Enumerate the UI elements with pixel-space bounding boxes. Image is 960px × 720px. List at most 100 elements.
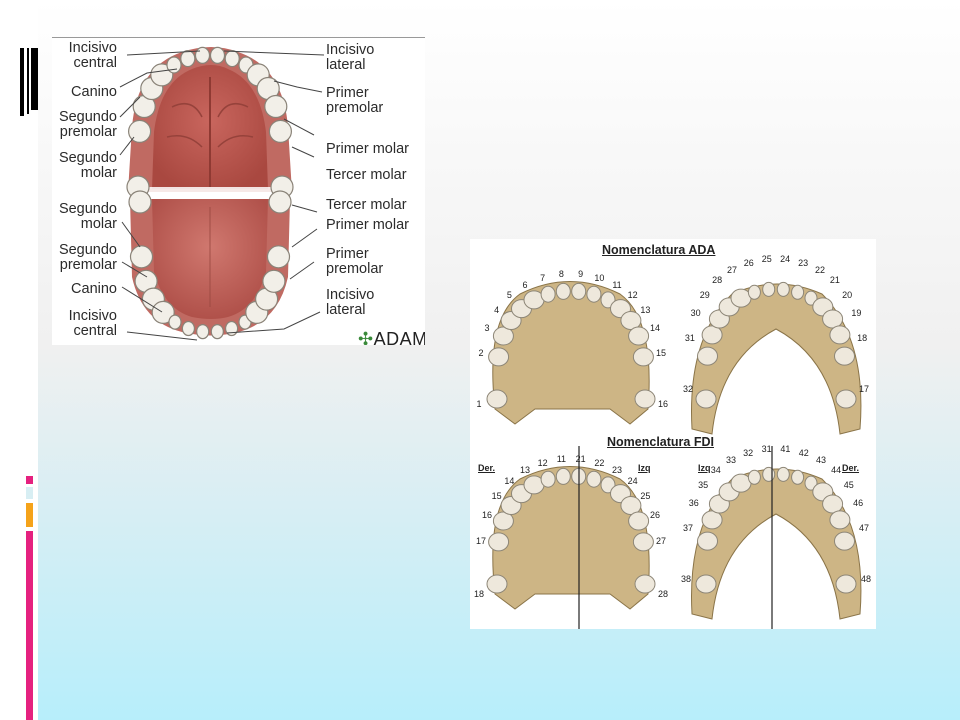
tooth-number: 26 [743, 257, 754, 268]
tooth-number: 18 [473, 589, 485, 599]
lower-tooth [262, 269, 286, 293]
tooth-number: 12 [627, 290, 638, 301]
tooth-number: 47 [858, 523, 870, 534]
upper-tooth [150, 63, 174, 87]
tooth-number: 38 [680, 574, 692, 584]
upper-tooth [224, 50, 240, 68]
tooth-number: 6 [522, 279, 528, 290]
tooth-number: 46 [853, 498, 864, 509]
tooth-number: 7 [540, 272, 546, 283]
mandible-tooth [829, 510, 851, 530]
lower-tooth [128, 190, 152, 214]
tooth-number: 31 [761, 444, 772, 455]
tooth-number: 3 [484, 323, 490, 334]
label-primer-molar-sup: Primer molar [326, 141, 409, 157]
fdi-title: Nomenclatura FDI [607, 435, 714, 449]
tooth-number: 17 [475, 536, 487, 547]
tooth-number: 23 [798, 257, 809, 268]
mandible-tooth [747, 469, 761, 485]
tooth-number: 11 [556, 454, 567, 465]
mandible-tooth [695, 574, 717, 594]
maxilla-tooth [555, 282, 571, 300]
maxilla-tooth [620, 311, 642, 330]
upper-tooth [264, 94, 288, 119]
maxilla-tooth [571, 282, 587, 300]
adam-logo: ✣ADAM [358, 329, 425, 345]
maxilla-tooth [492, 326, 514, 346]
mandible-tooth [695, 389, 717, 409]
tooth-number: 20 [842, 289, 853, 300]
mandible-tooth [762, 466, 776, 482]
mandible-tooth [804, 290, 818, 306]
mandible-tooth [791, 284, 805, 300]
tooth-number: 21 [575, 454, 586, 465]
lower-tooth [266, 245, 291, 269]
tooth-number: 13 [640, 304, 651, 315]
maxilla-tooth [628, 326, 650, 346]
tooth-number: 16 [657, 399, 669, 409]
mandible-tooth [835, 389, 857, 409]
mandible-tooth [791, 469, 805, 485]
tooth-number: 1 [476, 399, 482, 409]
label-canino-inf: Canino [71, 281, 117, 297]
lower-tooth [210, 324, 224, 340]
maxilla-tooth [486, 389, 508, 409]
tooth-number: 25 [761, 254, 772, 265]
tooth-number: 13 [519, 465, 531, 476]
mandible-tooth [804, 475, 818, 491]
label-tercer-molar-inf: Tercer molar [326, 197, 407, 213]
tooth-number: 17 [858, 384, 870, 394]
der-label-upper: Der. [478, 463, 496, 473]
mandible-tooth [697, 346, 718, 366]
maxilla-tooth [632, 347, 654, 367]
tooth-number: 15 [655, 348, 667, 359]
maxilla-tooth [540, 285, 556, 303]
tooth-number: 34 [710, 465, 721, 476]
dental-nomenclature-diagram: Nomenclatura ADA Nomenclatura FDI Der. I… [470, 239, 876, 629]
tooth-number: 25 [640, 490, 651, 501]
maxilla-tooth [634, 574, 656, 594]
mandible-tooth [701, 510, 723, 530]
lower-tooth [129, 245, 154, 269]
tooth-number: 41 [780, 444, 791, 455]
tooth-number: 24 [780, 254, 791, 265]
upper-tooth [209, 46, 226, 64]
tooth-number: 28 [712, 275, 723, 286]
mandible-tooth [762, 281, 776, 297]
tooth-number: 14 [504, 476, 515, 486]
tooth-number: 10 [594, 272, 605, 283]
mandible-tooth [822, 309, 844, 329]
tooth-number: 8 [558, 269, 564, 280]
tooth-number: 12 [537, 458, 548, 468]
tooth-number: 22 [814, 264, 826, 275]
tooth-number: 21 [829, 275, 840, 286]
tooth-number: 5 [506, 290, 512, 301]
tooth-number: 45 [843, 479, 854, 490]
maxilla-tooth [586, 285, 602, 303]
jaw-illustrations [486, 281, 862, 629]
tooth-number: 18 [857, 333, 868, 344]
maxilla-tooth [620, 496, 642, 515]
mouth-illustration [112, 46, 372, 341]
der-label-lower: Der. [842, 463, 860, 473]
tooth-number: 32 [743, 447, 754, 458]
tooth-number: 35 [698, 479, 709, 490]
mandible-tooth [701, 325, 723, 345]
tooth-number: 44 [831, 465, 842, 476]
lower-tooth [181, 320, 195, 337]
tooth-number: 16 [481, 510, 493, 521]
tooth-number: 28 [657, 589, 669, 599]
tooth-number: 26 [649, 510, 661, 521]
tooth-number: 36 [688, 498, 699, 509]
tooth-number: 33 [725, 454, 737, 465]
mandible-tooth [697, 531, 718, 551]
label-tercer-molar-sup: Tercer molar [326, 167, 407, 183]
